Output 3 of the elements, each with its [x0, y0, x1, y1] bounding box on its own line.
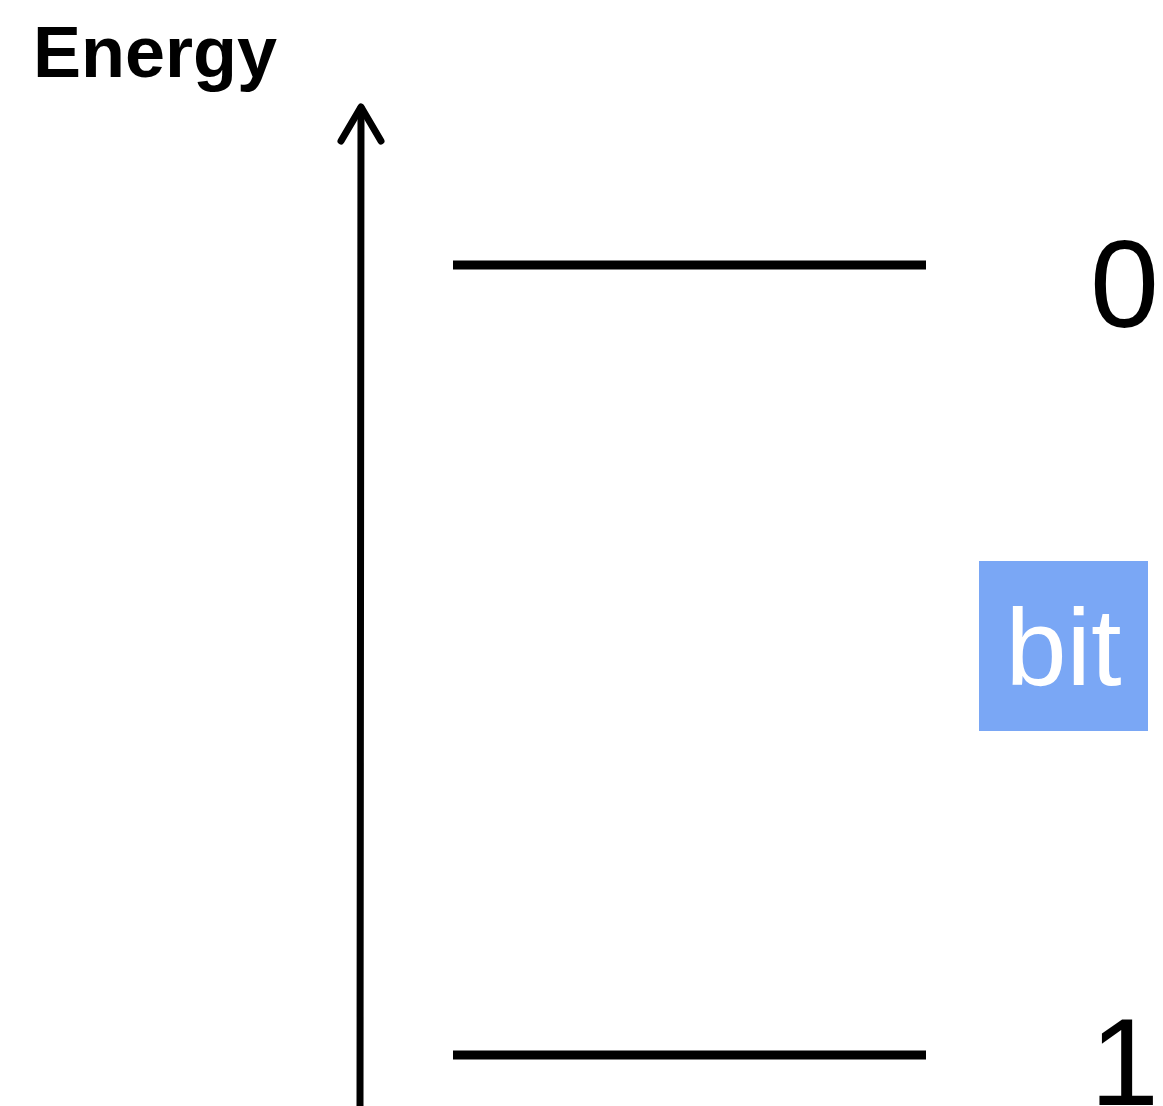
level-label: 1 — [1090, 1000, 1159, 1106]
level-label: 0 — [1090, 222, 1159, 346]
bit-label-box: bit — [979, 561, 1148, 731]
